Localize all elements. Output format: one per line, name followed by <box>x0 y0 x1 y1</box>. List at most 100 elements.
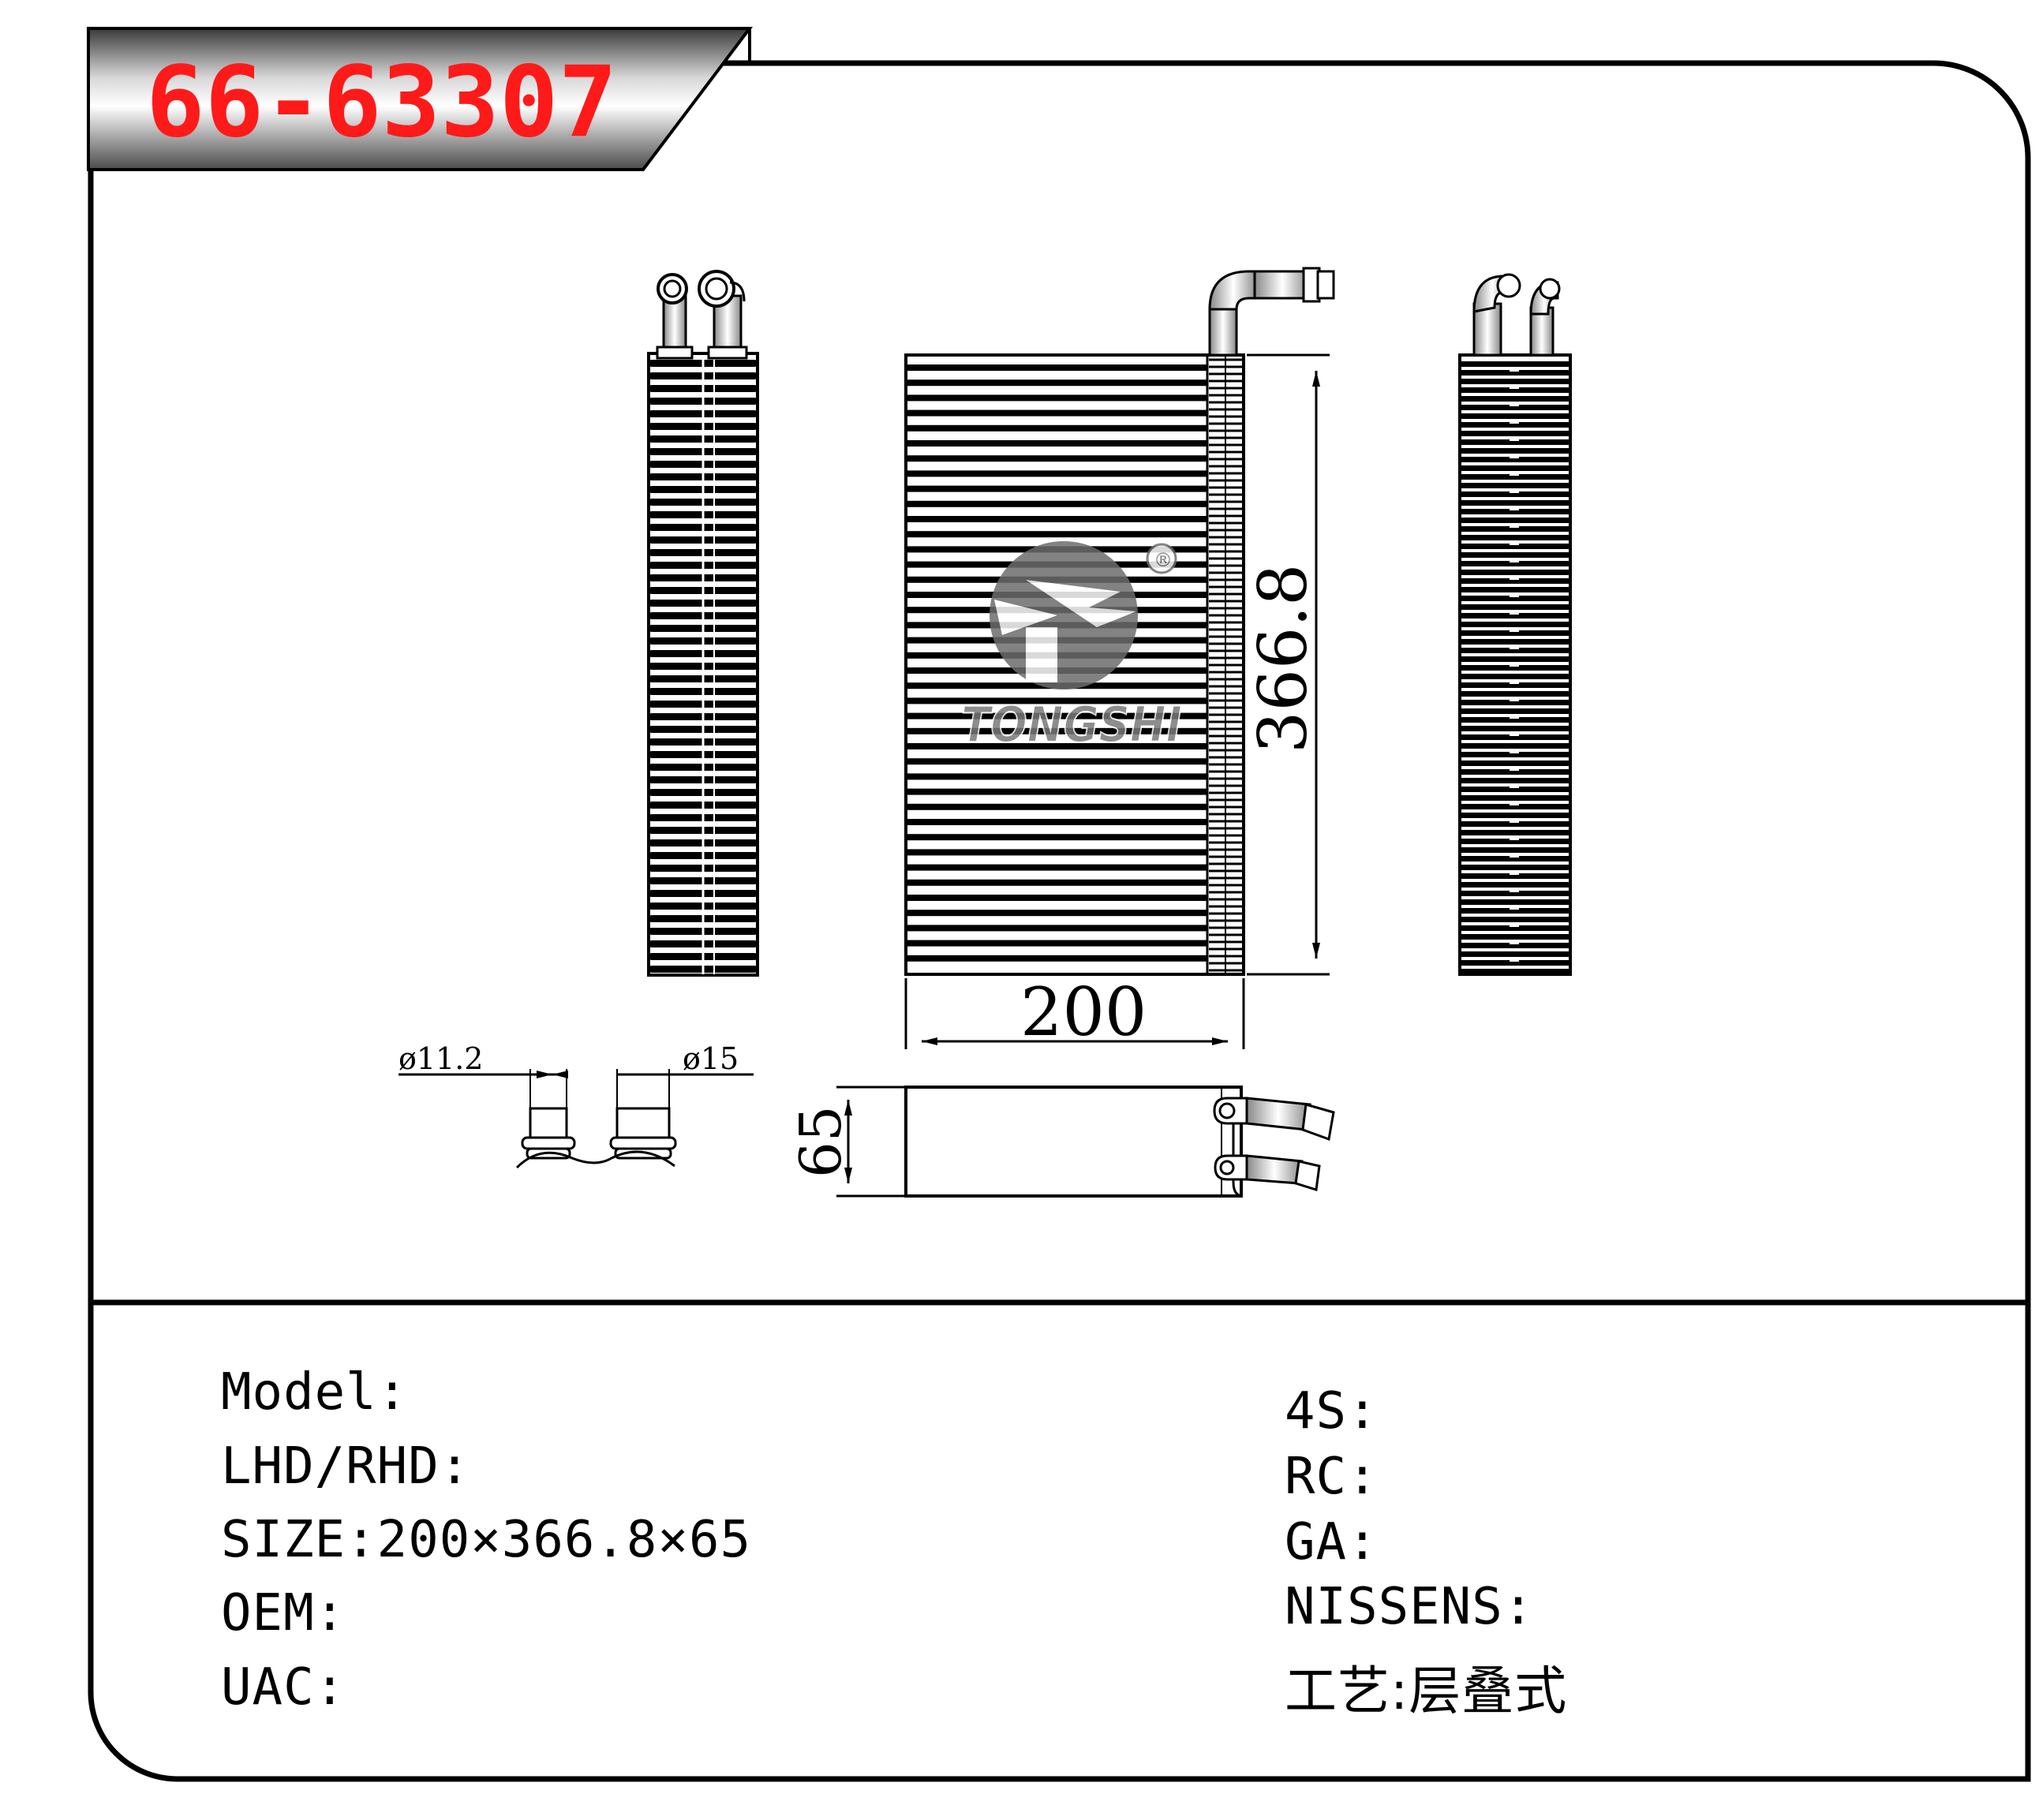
right-fin <box>1461 761 1569 766</box>
right-fin <box>1461 682 1569 688</box>
front-tube <box>907 379 1207 387</box>
spec-process: 工艺:层叠式 <box>1285 1649 1567 1725</box>
dim-width-label: 200 <box>1020 974 1147 1051</box>
front-tube <box>907 743 1207 749</box>
right-fin <box>1461 656 1569 662</box>
front-tube <box>907 727 1207 734</box>
right-fin <box>1461 856 1569 861</box>
front-tube <box>907 424 1207 432</box>
depth-dimension: 65 <box>788 1086 906 1198</box>
right-fin <box>1461 804 1569 809</box>
spec-4s-label: 4S: <box>1285 1382 1379 1441</box>
spec-rc-label: RC: <box>1285 1448 1379 1506</box>
right-fin <box>1461 691 1569 697</box>
right-fin <box>1461 604 1569 610</box>
right-fin <box>1461 778 1569 783</box>
right-fin <box>1461 717 1569 723</box>
right-fin <box>1461 899 1569 905</box>
right-fin <box>1461 561 1569 566</box>
front-tube <box>907 697 1207 704</box>
spec-nissens-label: NISSENS: <box>1285 1578 1535 1636</box>
right-fin <box>1461 518 1569 523</box>
right-fin <box>1461 821 1569 827</box>
front-tube <box>907 788 1207 795</box>
pipe-large-label: ø15 <box>683 1041 739 1076</box>
right-fin <box>1461 743 1569 749</box>
right-fin <box>1461 422 1569 428</box>
right-fin <box>1461 752 1569 757</box>
right-fin <box>1461 439 1569 445</box>
right-fin <box>1461 787 1569 792</box>
pipe-diameter-detail: ø11.2 ø15 <box>398 1041 754 1169</box>
front-tube <box>907 440 1207 447</box>
front-tube <box>907 531 1207 538</box>
right-fin <box>1461 379 1569 384</box>
right-fin <box>1461 734 1569 740</box>
spec-oem-label: OEM: <box>221 1584 346 1642</box>
spec-size-value: 200×366.8×65 <box>376 1511 752 1569</box>
right-fin <box>1461 726 1569 731</box>
front-tube <box>907 955 1207 962</box>
right-fin <box>1461 361 1569 367</box>
dim-height-label: 366.8 <box>1244 564 1322 753</box>
right-fin <box>1461 639 1569 645</box>
right-fin <box>1461 813 1569 818</box>
right-fin <box>1461 630 1569 636</box>
right-fin <box>1461 465 1569 471</box>
spec-size-label: SIZE: <box>221 1511 377 1569</box>
front-tube <box>907 879 1207 886</box>
right-fin <box>1461 544 1569 549</box>
right-fin <box>1461 943 1569 948</box>
right-fin <box>1461 960 1569 966</box>
right-fin <box>1461 873 1569 879</box>
right-fin <box>1461 839 1569 844</box>
tongshi-logo: TONGSHI ® <box>960 541 1183 754</box>
spec-size: SIZE:200×366.8×65 <box>221 1511 751 1569</box>
right-fin <box>1461 951 1569 957</box>
spec-process-value: 层叠式 <box>1409 1661 1568 1721</box>
right-fin <box>1461 622 1569 627</box>
front-tube <box>907 910 1207 917</box>
right-fin <box>1461 552 1569 558</box>
right-fin <box>1461 665 1569 671</box>
front-tube <box>907 819 1207 825</box>
right-fin <box>1461 587 1569 592</box>
height-dimension: 366.8 <box>1244 353 1330 976</box>
right-fin <box>1461 578 1569 584</box>
right-fin <box>1461 370 1569 376</box>
front-tube <box>907 758 1207 765</box>
front-tube <box>907 925 1207 932</box>
spec-lhd-rhd: LHD/RHD: <box>221 1437 470 1496</box>
front-tube <box>907 364 1207 371</box>
top-view <box>904 1086 1335 1198</box>
right-fin <box>1461 908 1569 914</box>
right-fin <box>1461 795 1569 801</box>
right-fin <box>1461 613 1569 619</box>
right-fin <box>1461 708 1569 714</box>
right-fin <box>1461 457 1569 462</box>
right-fin <box>1461 570 1569 575</box>
right-fin <box>1461 847 1569 853</box>
front-tube <box>907 455 1207 462</box>
front-tube <box>907 940 1207 947</box>
right-fin <box>1461 474 1569 480</box>
spec-model: Model: <box>221 1363 408 1422</box>
right-fin <box>1461 674 1569 679</box>
left-side-view <box>647 270 759 977</box>
dim-depth-label: 65 <box>788 1105 854 1178</box>
right-fin <box>1461 925 1569 931</box>
spec-nissens: NISSENS: <box>1285 1578 1534 1636</box>
right-fin <box>1461 448 1569 454</box>
right-fin <box>1461 387 1569 393</box>
spec-ga-label: GA: <box>1285 1513 1379 1571</box>
right-fin <box>1461 491 1569 497</box>
part-number-banner: 66-63307 <box>87 27 754 171</box>
spec-ga: GA: <box>1285 1513 1379 1571</box>
right-fin <box>1461 865 1569 870</box>
right-fin <box>1461 891 1569 896</box>
right-fin <box>1461 405 1569 410</box>
spec-rc: RC: <box>1285 1448 1379 1506</box>
right-fin <box>1461 769 1569 775</box>
front-tube <box>907 485 1207 492</box>
right-fin <box>1461 882 1569 888</box>
